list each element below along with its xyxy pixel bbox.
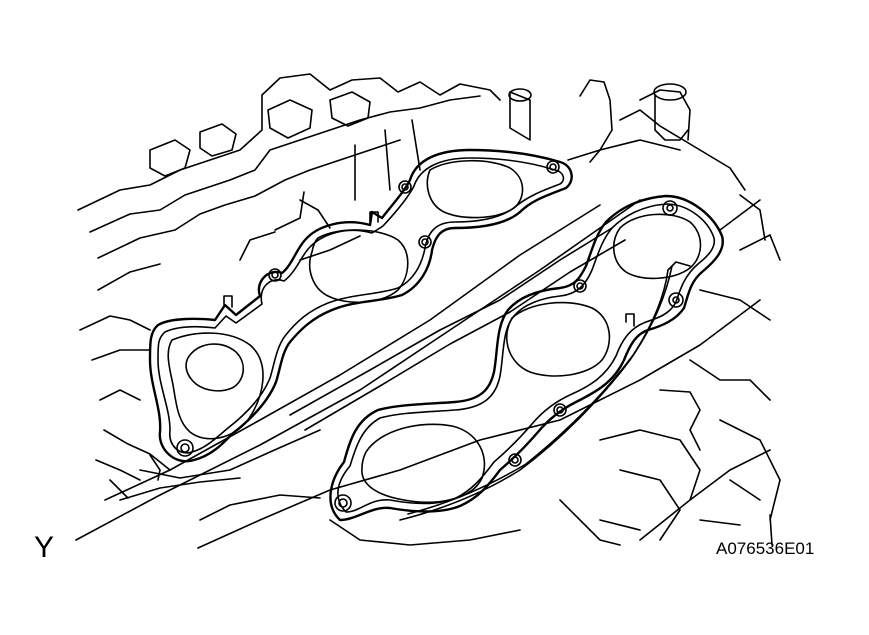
engine-background-lower — [119, 454, 521, 546]
right-intake-gasket — [329, 194, 724, 522]
wire-harness — [399, 261, 691, 521]
figure-code-label: A076536E01 — [716, 539, 815, 558]
intake-rails — [75, 199, 771, 549]
left-intake-gasket — [148, 148, 573, 463]
engine-background-upper — [77, 73, 501, 499]
view-letter-label: Y — [34, 531, 55, 564]
engine-background-right — [508, 79, 781, 546]
